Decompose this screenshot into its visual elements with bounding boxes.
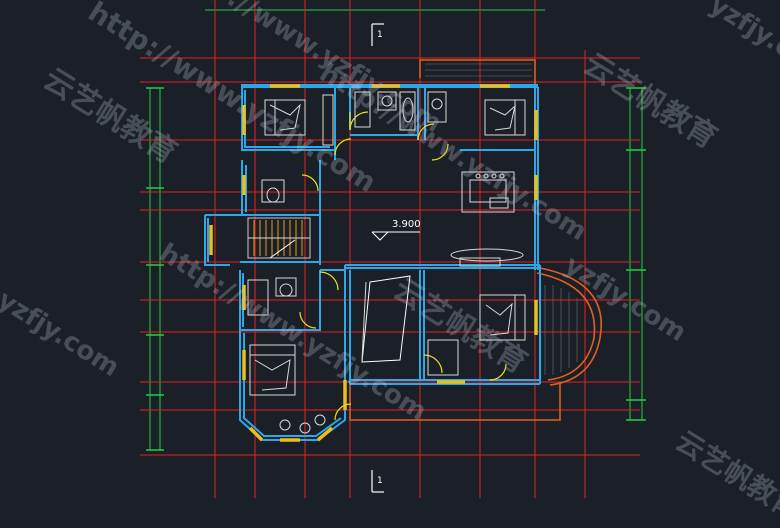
section-marker-top [371, 23, 384, 46]
balcony-hatch [425, 63, 578, 375]
section-label-bottom: 1 [377, 476, 383, 486]
floor-plan [140, 0, 646, 498]
section-marker-bottom [371, 470, 384, 493]
staircase [247, 217, 311, 259]
elevation-label: 3.900 [392, 219, 421, 230]
walls [204, 84, 541, 441]
balconies [349, 59, 602, 421]
axis-grid [140, 0, 640, 498]
elevation-marker [371, 231, 420, 241]
furniture [247, 91, 526, 434]
dimension-lines [146, 9, 646, 451]
section-label-top: 1 [377, 30, 383, 40]
